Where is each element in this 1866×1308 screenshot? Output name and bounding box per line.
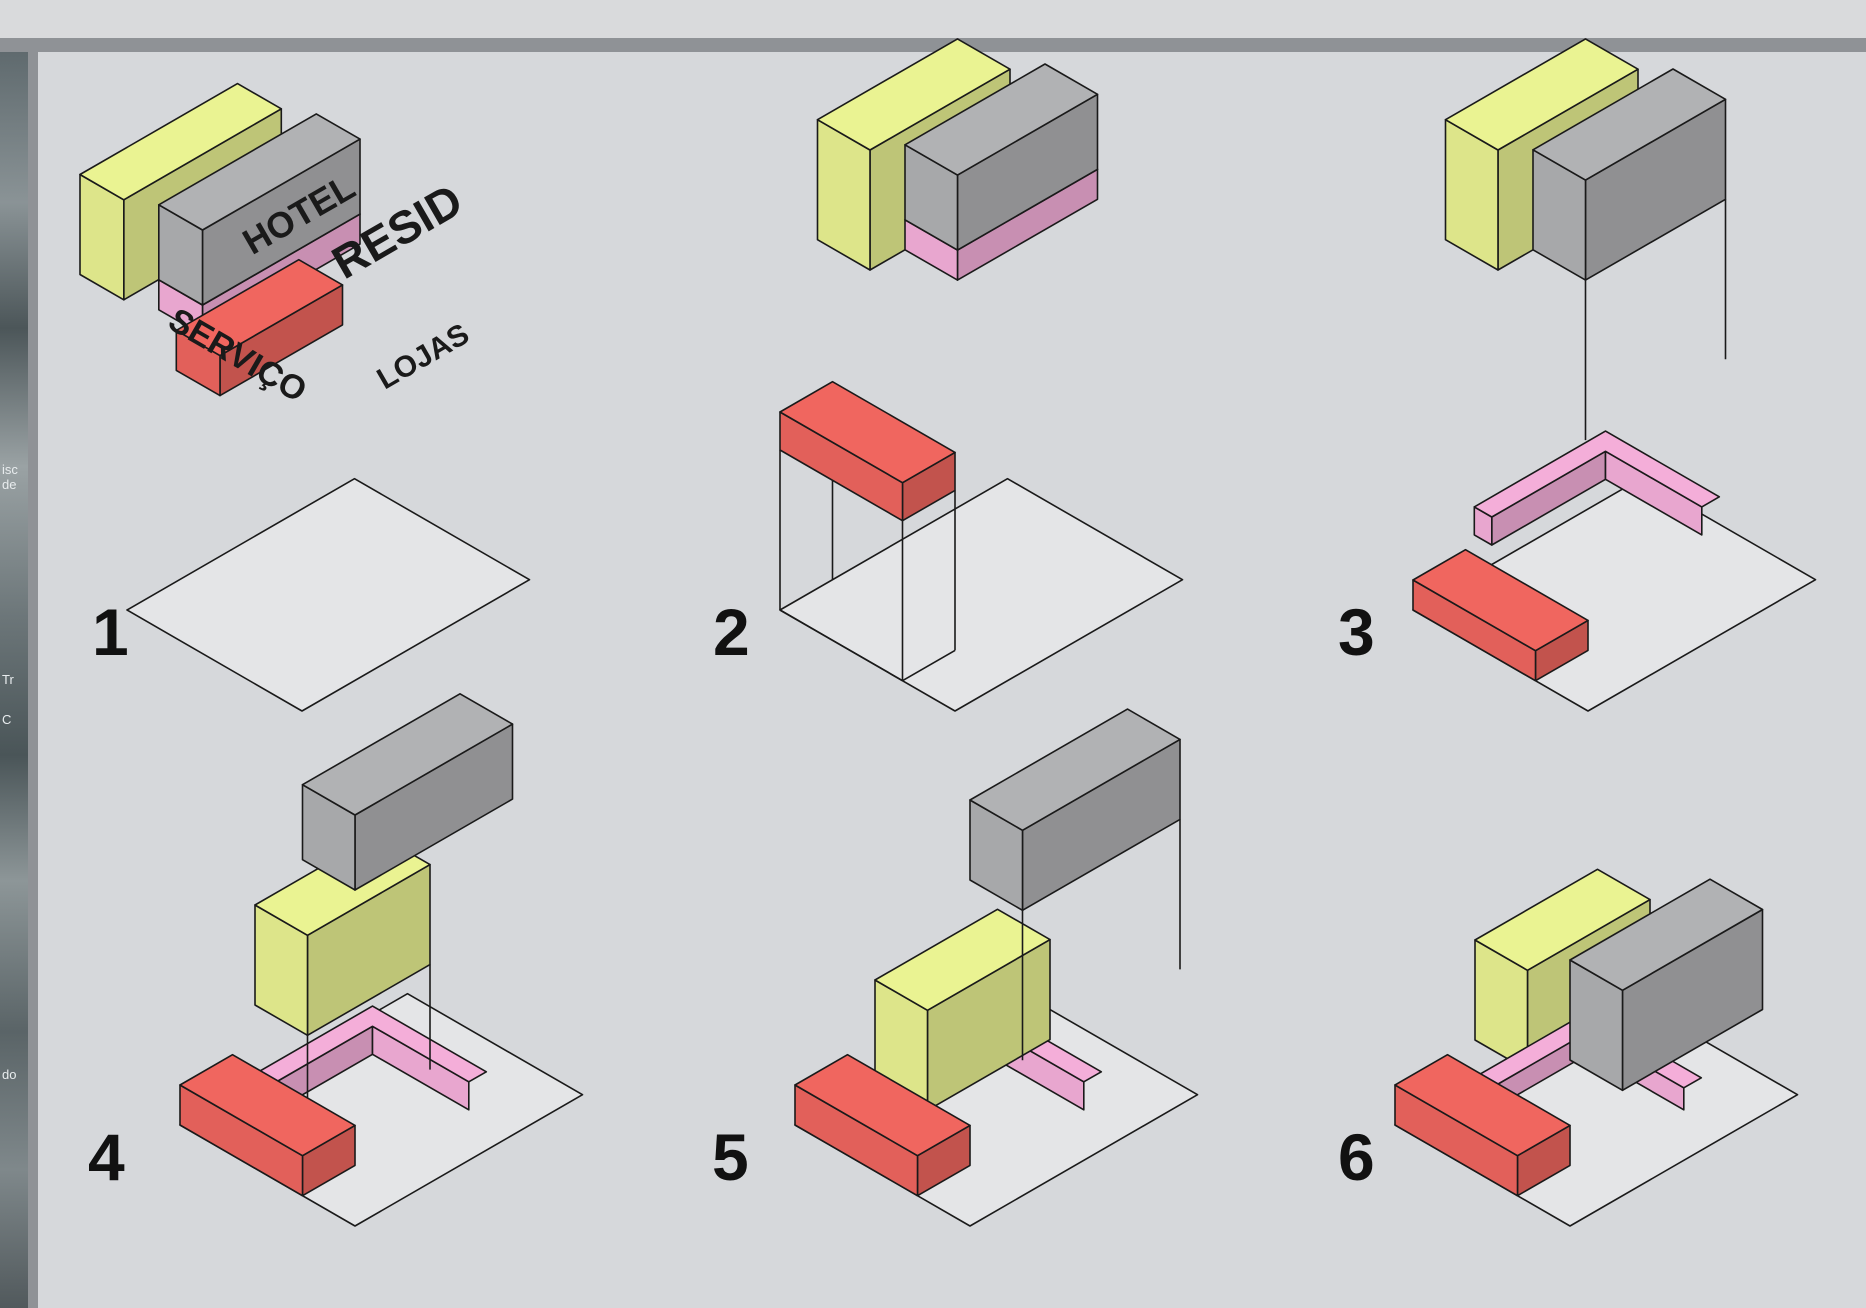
step-number: 2 — [713, 595, 750, 669]
lojas-label: LOJAS — [372, 317, 475, 396]
step-number: 6 — [1338, 1120, 1375, 1194]
site-plot-1 — [127, 479, 530, 711]
site-plot-2 — [780, 479, 1183, 711]
step-number: 5 — [712, 1120, 749, 1194]
step-number: 1 — [92, 595, 129, 669]
step-number: 3 — [1338, 595, 1375, 669]
step-number: 4 — [88, 1120, 125, 1194]
